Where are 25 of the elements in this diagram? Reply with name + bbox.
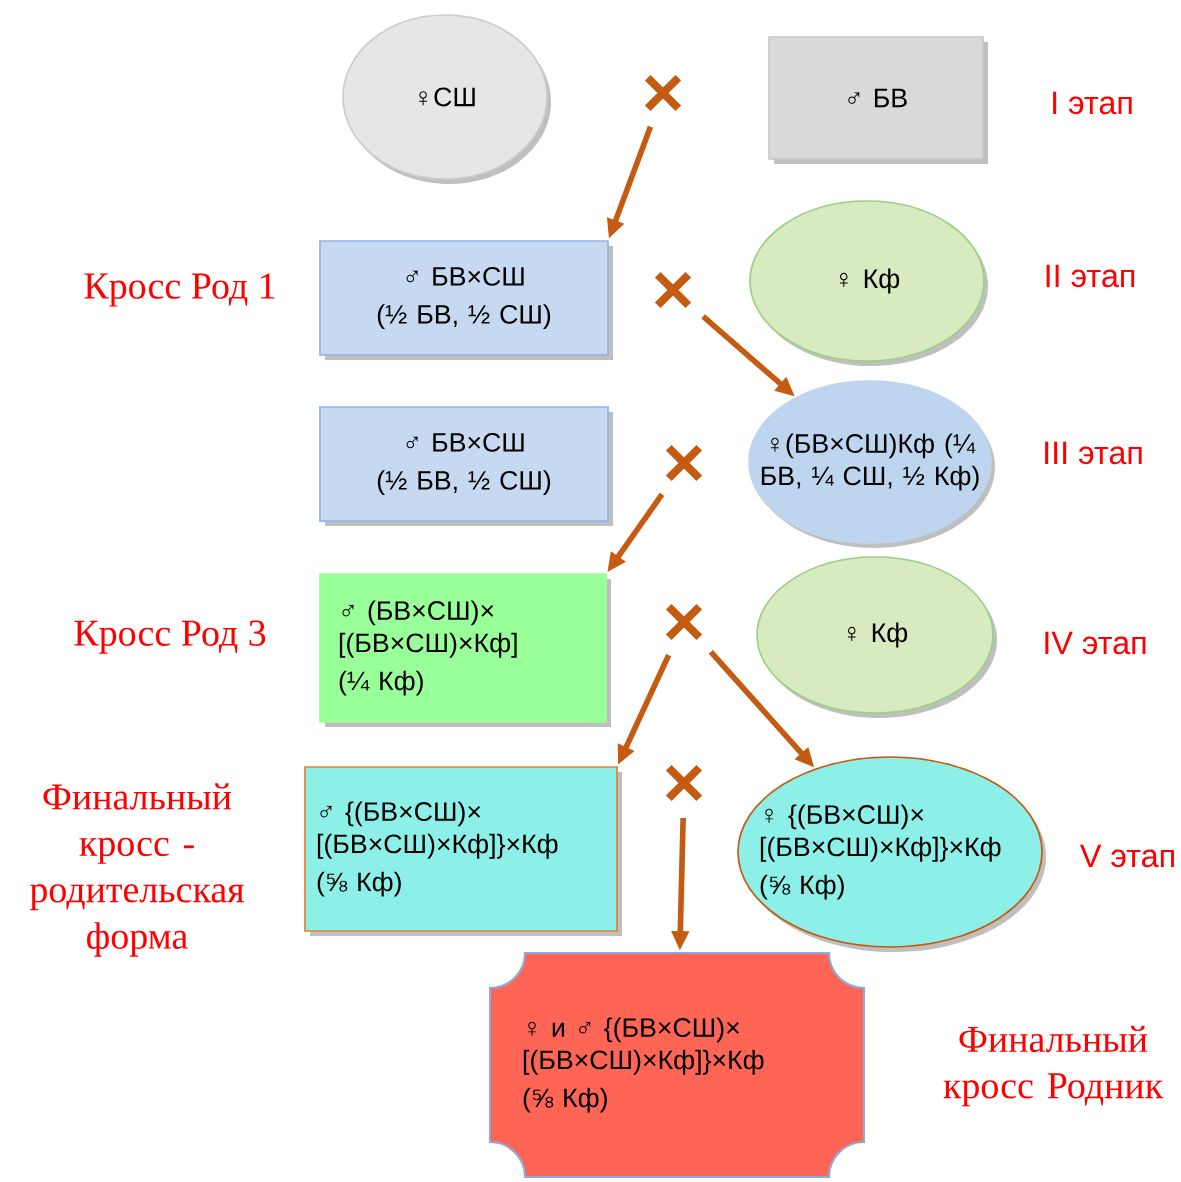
stage-label: Кросс Род 1 — [84, 273, 275, 307]
process-box: ♂ БВ — [768, 36, 988, 164]
stage-label: Финальный кросс - родительская форма — [30, 783, 244, 957]
cross-mark — [665, 444, 703, 482]
stage-label: Кросс Род 3 — [74, 620, 266, 654]
ellipse-node: ♀(БВ×СШ)Кф (¼ БВ, ¼ СШ, ½ Кф) — [748, 380, 995, 548]
ellipse-node: ♀ {(БВ×СШ)× [(БВ×СШ)×Кф]}×Кф (⅝ Кф) — [737, 756, 1046, 952]
process-box: ♂ БВ×СШ (½ БВ, ½ СШ) — [319, 240, 613, 360]
stage-label: II этап — [1046, 264, 1135, 288]
process-box: ♂ БВ×СШ (½ БВ, ½ СШ) — [319, 406, 613, 526]
cross-mark — [665, 603, 703, 641]
cross-mark — [665, 764, 703, 802]
ellipse-node: ♀ Кф — [749, 200, 988, 366]
process-box: ♂ (БВ×СШ)× [(БВ×СШ)×Кф] (¼ Кф) — [319, 573, 611, 727]
process-box: ♂ {(БВ×СШ)× [(БВ×СШ)×Кф]}×Кф (⅝ Кф) — [304, 766, 622, 936]
stage-label: IV этап — [1045, 631, 1146, 655]
stage-label: V этап — [1080, 844, 1174, 868]
ellipse-node: ♀ Кф — [756, 556, 997, 718]
cross-mark — [654, 271, 692, 309]
stage-label: I этап — [1053, 91, 1132, 115]
plaque-box: ♀ и ♂ {(БВ×СШ)× [(БВ×СШ)×Кф]}×Кф (⅝ Кф) — [488, 951, 866, 1179]
stage-label: III этап — [1045, 441, 1142, 465]
cross-mark — [644, 74, 682, 112]
ellipse-node: ♀СШ — [342, 14, 551, 184]
stage-label: Финальный кросс Родник — [943, 1025, 1164, 1107]
